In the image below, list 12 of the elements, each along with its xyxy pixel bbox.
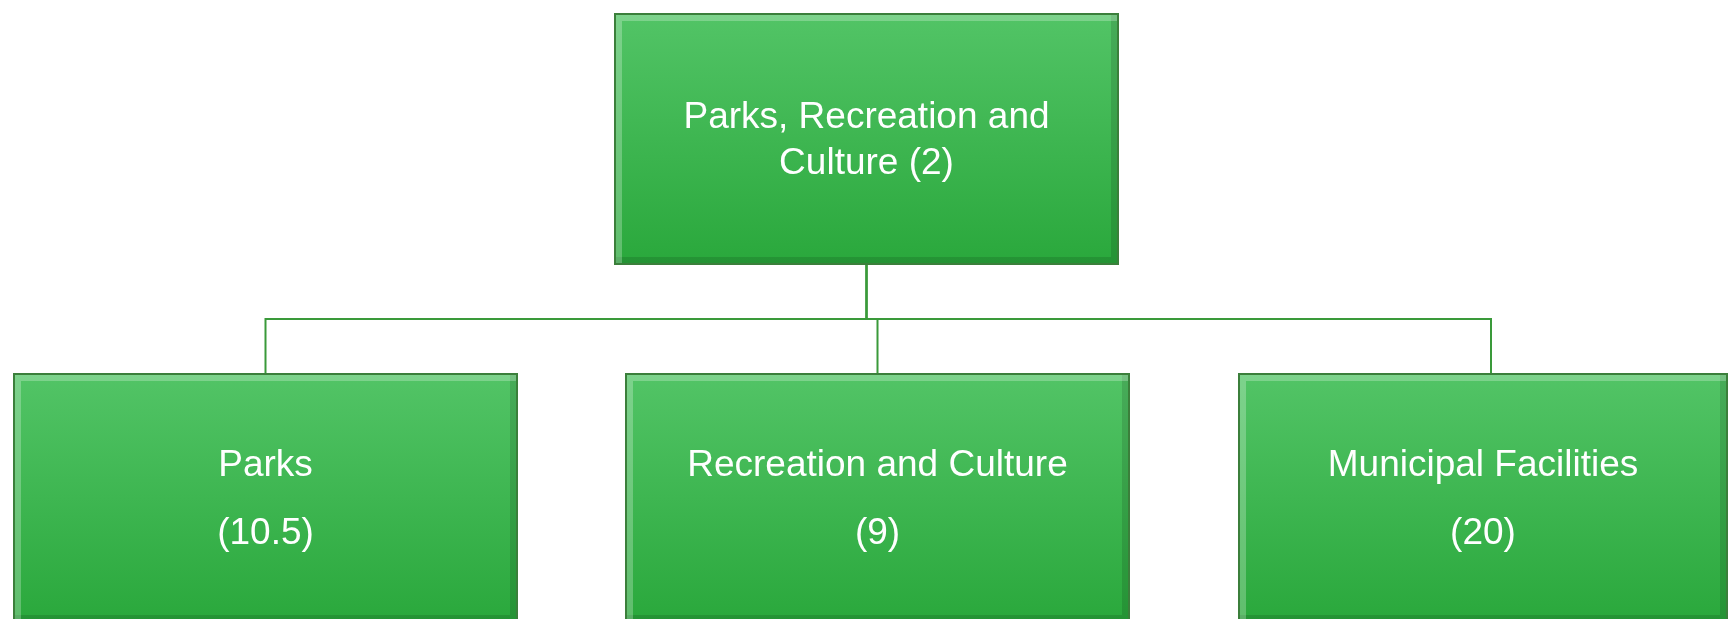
box-label: Municipal Facilities (1326, 441, 1640, 486)
box-label: Parks (217, 441, 314, 486)
box-label: (9) (853, 510, 902, 554)
connector-line (865, 264, 1492, 374)
box-label: (10.5) (216, 510, 315, 554)
org-box (625, 373, 1130, 619)
org-box (614, 13, 1119, 265)
box-label: Recreation and Culture (686, 441, 1069, 486)
org-box (13, 373, 518, 619)
box-label: (20) (1449, 510, 1517, 554)
box-label: Parks, Recreation and Culture (2) (682, 93, 1051, 184)
org-box (1238, 373, 1728, 619)
